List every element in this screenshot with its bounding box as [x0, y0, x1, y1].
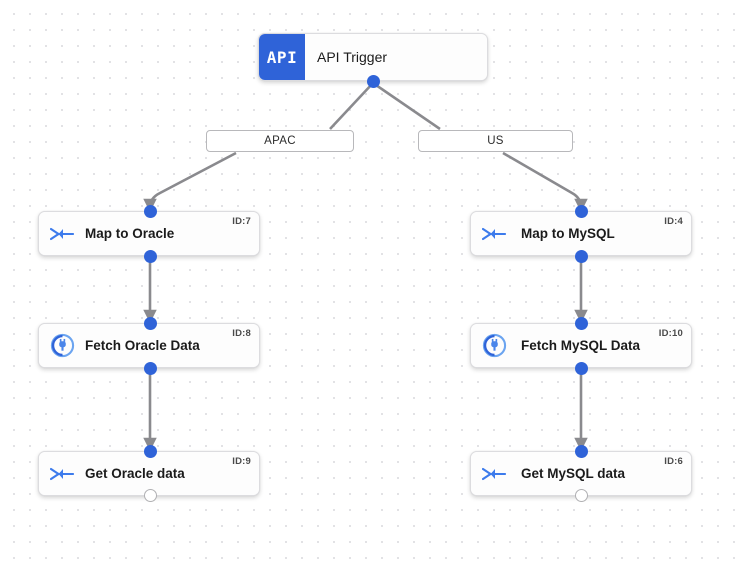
- api-badge-label: API: [266, 47, 298, 67]
- node-map-to-mysql[interactable]: Map to MySQL ID:4: [470, 211, 692, 256]
- database-plug-icon: [471, 333, 517, 358]
- api-badge-icon: API: [259, 34, 305, 80]
- edge-us-to-map-mysql: [502, 151, 588, 213]
- database-plug-icon: [39, 333, 85, 358]
- node-id-label: ID:6: [664, 456, 683, 467]
- connector-in-fetch-mysql-data[interactable]: [575, 317, 588, 330]
- node-id-label: ID:8: [232, 328, 251, 339]
- connector-in-get-oracle-data[interactable]: [144, 445, 157, 458]
- node-id-label: ID:4: [664, 216, 683, 227]
- node-title: API Trigger: [317, 49, 388, 65]
- connector-out-map-to-oracle[interactable]: [144, 250, 157, 263]
- branch-label-us[interactable]: US: [418, 130, 573, 152]
- merge-arrows-icon: [39, 465, 85, 483]
- node-label: Fetch Oracle Data: [85, 338, 200, 353]
- node-label: Map to MySQL: [521, 226, 615, 241]
- node-fetch-mysql-data[interactable]: Fetch MySQL Data ID:10: [470, 323, 692, 368]
- node-id-label: ID:7: [232, 216, 251, 227]
- connector-out-get-oracle-data[interactable]: [144, 489, 157, 502]
- node-api-trigger[interactable]: API API Trigger: [258, 33, 488, 81]
- node-id-label: ID:9: [232, 456, 251, 467]
- merge-arrows-icon: [471, 225, 517, 243]
- node-label: Fetch MySQL Data: [521, 338, 641, 353]
- merge-arrows-icon: [471, 465, 517, 483]
- connector-in-fetch-oracle-data[interactable]: [144, 317, 157, 330]
- node-label: Get Oracle data: [85, 466, 185, 481]
- edge-trigger-to-apac: [329, 82, 374, 130]
- edge-apac-to-map-oracle: [143, 151, 237, 213]
- connector-out-get-mysql-data[interactable]: [575, 489, 588, 502]
- connector-out-fetch-mysql-data[interactable]: [575, 362, 588, 375]
- connector-in-map-to-oracle[interactable]: [144, 205, 157, 218]
- connector-in-map-to-mysql[interactable]: [575, 205, 588, 218]
- edge-trigger-to-us: [372, 81, 441, 131]
- connector-in-get-mysql-data[interactable]: [575, 445, 588, 458]
- node-label: Get MySQL data: [521, 466, 626, 481]
- branch-label-apac[interactable]: APAC: [206, 130, 354, 152]
- connector-out-map-to-mysql[interactable]: [575, 250, 588, 263]
- node-id-label: ID:10: [658, 328, 683, 339]
- node-get-mysql-data[interactable]: Get MySQL data ID:6: [470, 451, 692, 496]
- connector-out-fetch-oracle-data[interactable]: [144, 362, 157, 375]
- merge-arrows-icon: [39, 225, 85, 243]
- node-label: Map to Oracle: [85, 226, 175, 241]
- connector-out-api-trigger[interactable]: [367, 75, 380, 88]
